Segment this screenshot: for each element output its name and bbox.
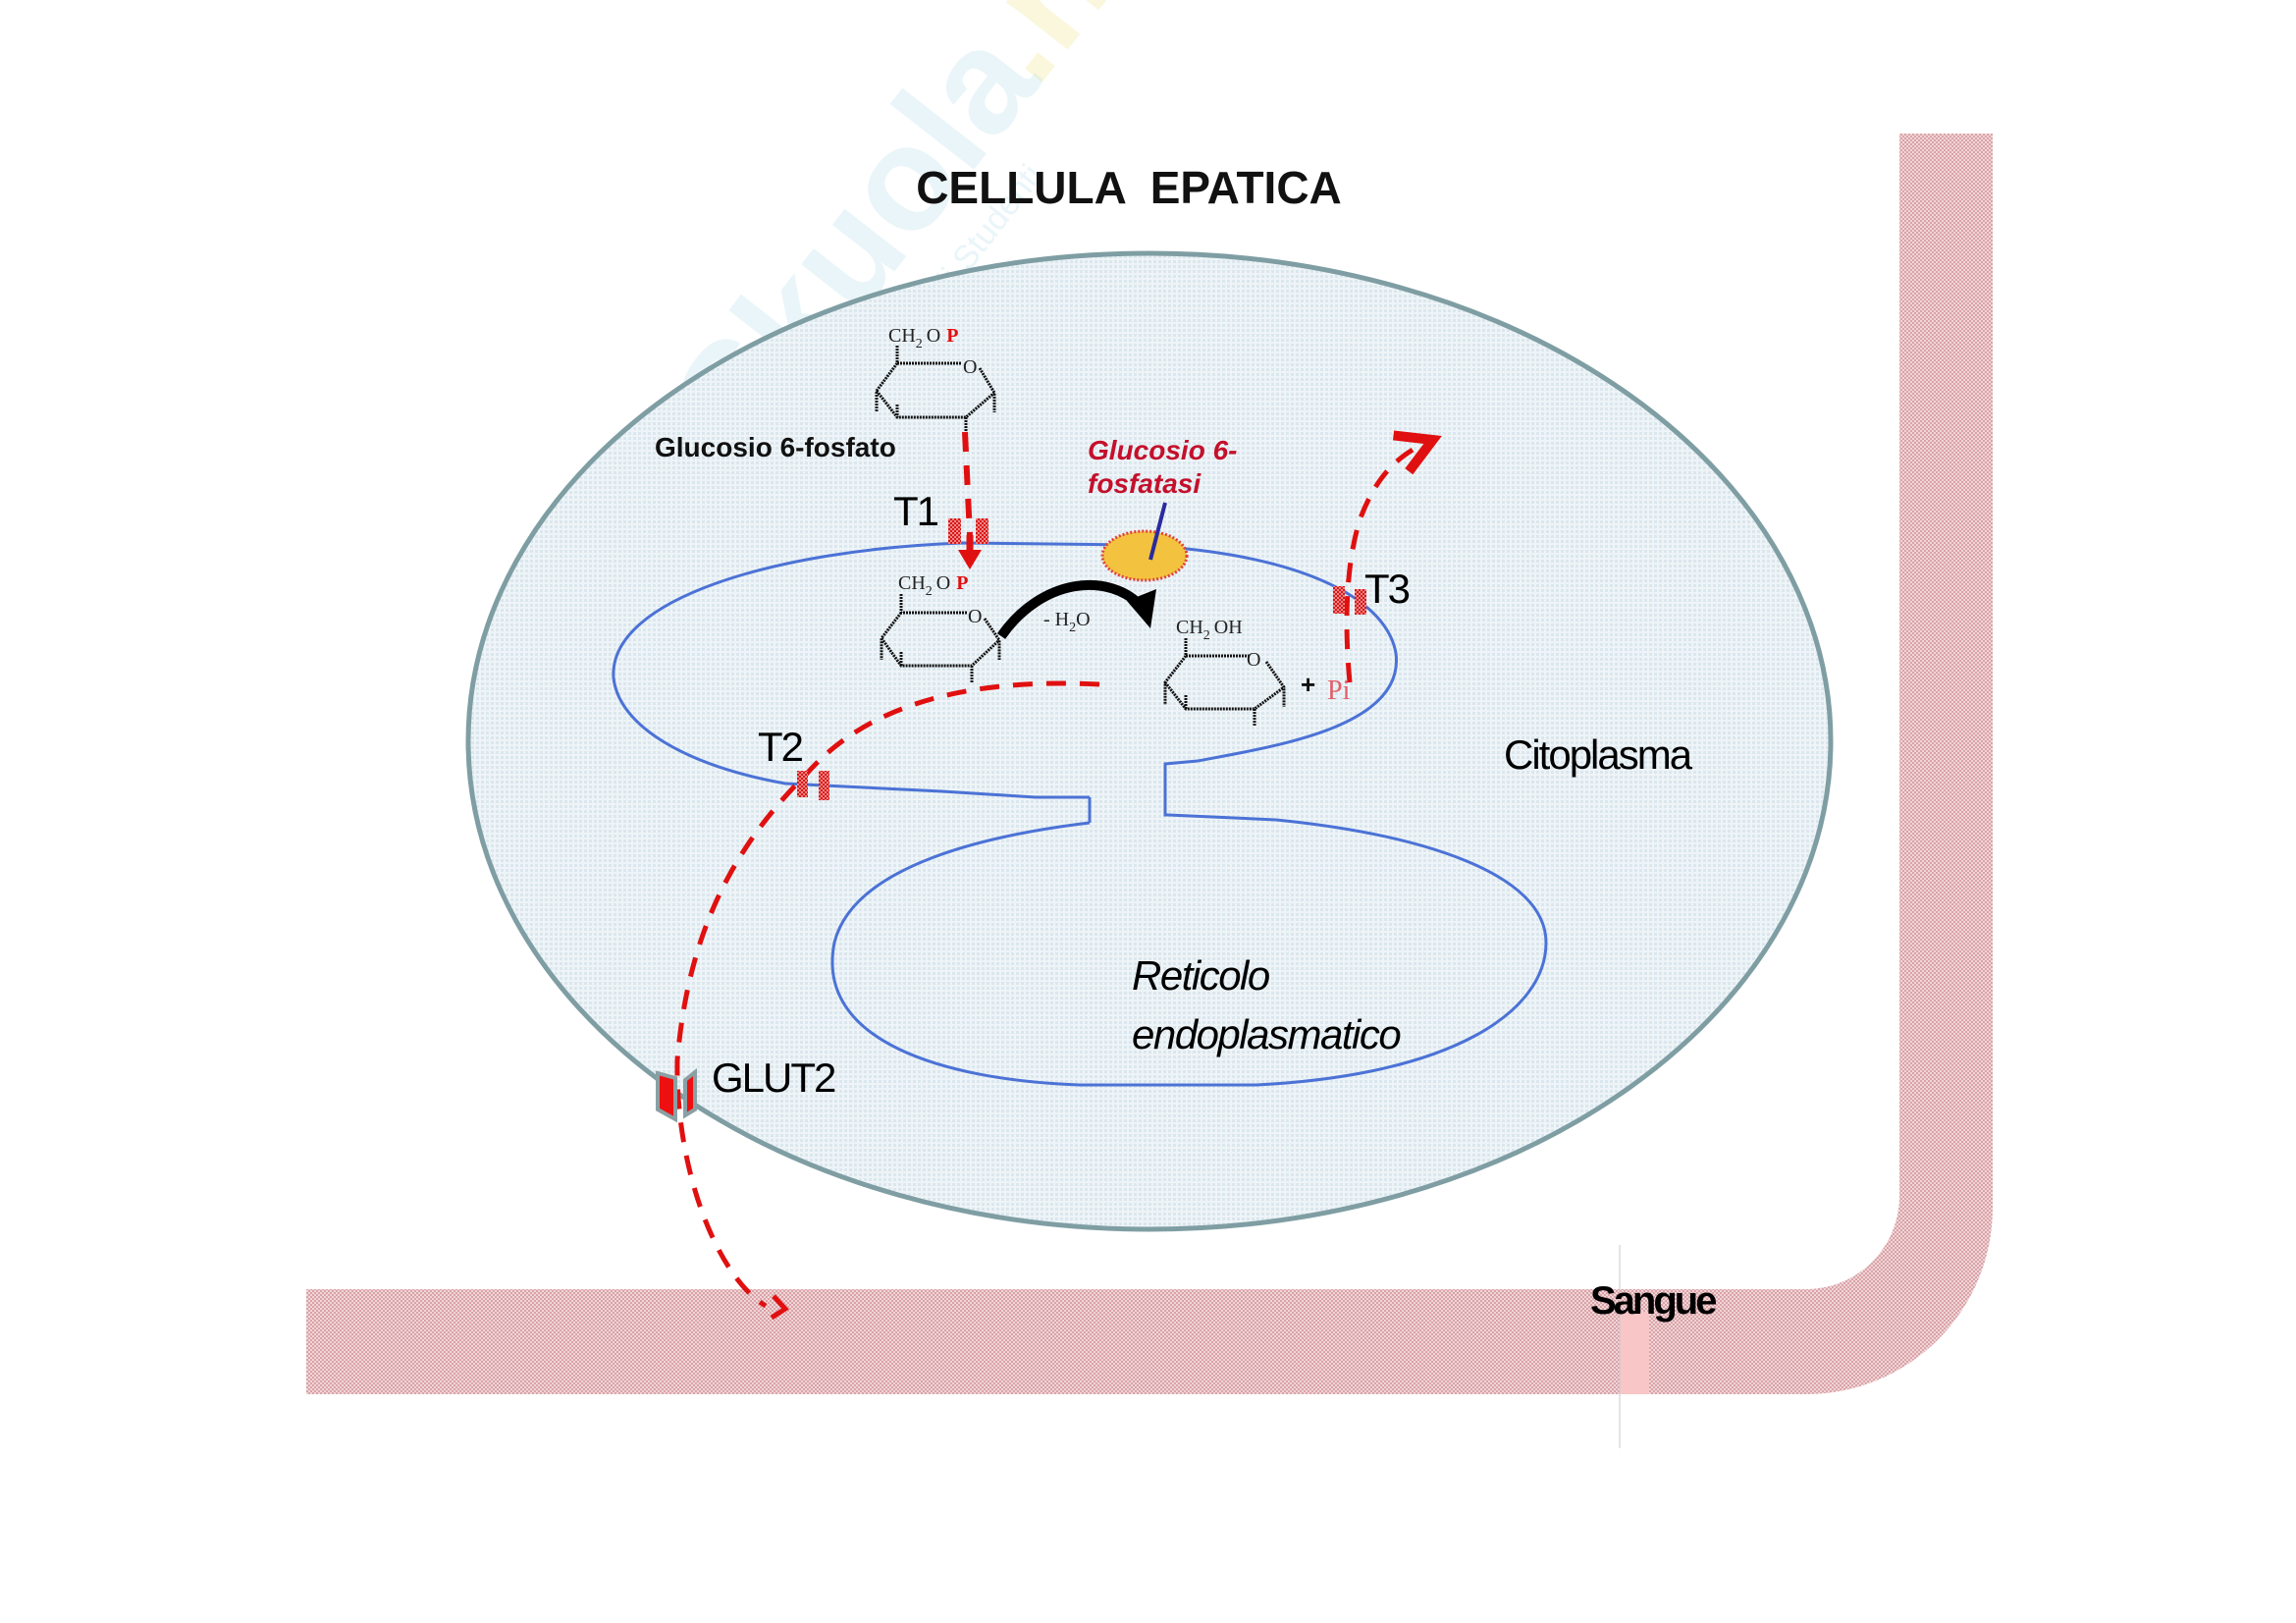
- t3-label: T3: [1364, 566, 1410, 612]
- transporter-t3: [1333, 586, 1366, 615]
- reaction-arrowhead: [1127, 589, 1156, 628]
- transporter-glut2: [656, 1067, 697, 1123]
- er-upper-membrane: [612, 541, 1398, 799]
- flux-arrow-t1: [962, 431, 973, 536]
- er-label-line1: Reticolo: [1132, 952, 1270, 999]
- blood-vessel: [306, 134, 1993, 1448]
- phosphatase-enzyme: [1100, 529, 1189, 582]
- er-lower-membrane: [830, 785, 1548, 1087]
- phosphate-label: Pi: [1327, 676, 1351, 706]
- diagram-title: CELLULA EPATICA: [916, 162, 1342, 213]
- flux-arrow-glucose-head: [770, 1294, 789, 1321]
- ring-oxygen-glucose: O: [1247, 649, 1260, 671]
- reaction-arrow: [996, 579, 1148, 639]
- glut2-label: GLUT2: [712, 1055, 835, 1101]
- transporter-t2: [797, 771, 829, 800]
- enzyme-label-line1: Glucosio 6-: [1088, 435, 1237, 465]
- flux-arrow-glucose-out: [674, 680, 1100, 1309]
- t1-label: T1: [893, 488, 938, 534]
- flux-arrow-t3: [1344, 442, 1428, 683]
- transporter-t1: [948, 518, 988, 544]
- er-label-line2: endoplasmatico: [1132, 1011, 1401, 1057]
- ring-oxygen-er: O: [968, 606, 982, 627]
- plus-sign: +: [1301, 670, 1315, 699]
- cytoplasm-label: Citoplasma: [1504, 731, 1693, 778]
- flux-arrow-t1-head: [958, 550, 982, 569]
- water-label: - H2O: [1043, 609, 1091, 635]
- enzyme-pointer: [1148, 502, 1167, 561]
- ring-oxygen: O: [963, 356, 977, 378]
- blood-label: Sangue: [1590, 1279, 1716, 1323]
- vessel-highlight: [1620, 1312, 1649, 1394]
- liver-cell-membrane: [465, 250, 1834, 1232]
- substrate-label: Glucosio 6-fosfato: [655, 432, 896, 462]
- enzyme-label-line2: fosfatasi: [1088, 468, 1201, 499]
- t2-label: T2: [758, 724, 803, 770]
